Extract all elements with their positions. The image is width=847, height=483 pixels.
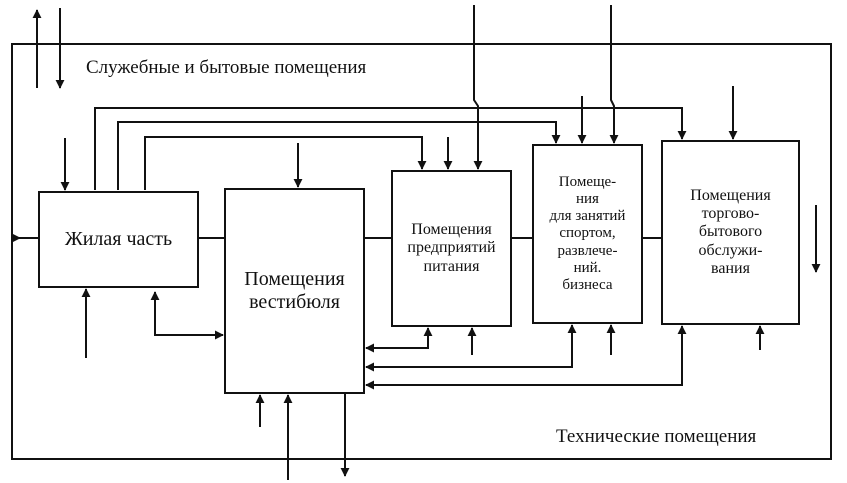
route-living-trade <box>94 107 687 190</box>
route-vestibule-food-low <box>365 327 433 353</box>
room-vestibule-label: Помещения вестибюля <box>244 268 345 313</box>
box-vestibule <box>224 188 365 394</box>
zone-technical-label: Технические помещения <box>556 426 757 447</box>
room-sport: Помеще- ния для занятий спортом, развлеч… <box>534 146 641 322</box>
room-trade: Помещения торгово- бытового обслужи- ван… <box>663 142 798 323</box>
building-outline <box>11 43 832 460</box>
route-living-food <box>144 136 427 190</box>
arrow-external-food <box>473 5 483 170</box>
arrow-external-sport <box>609 5 619 144</box>
route-living-vestibule-low <box>150 291 224 340</box>
room-trade-label: Помещения торгово- бытового обслужи- ван… <box>690 186 771 278</box>
room-vestibule: Помещения вестибюля <box>226 190 363 392</box>
room-food-label: Помещения предприятий питания <box>407 220 496 275</box>
room-living: Жилая часть <box>40 193 197 286</box>
box-living <box>38 191 199 288</box>
route-vestibule-sport-low <box>365 324 577 372</box>
route-living-sport <box>117 121 561 190</box>
room-sport-label: Помеще- ния для занятий спортом, развлеч… <box>549 173 626 294</box>
room-living-label: Жилая часть <box>64 228 173 250</box>
box-sport <box>532 144 643 324</box>
route-vestibule-trade-low <box>365 325 687 390</box>
box-trade <box>661 140 800 325</box>
room-food: Помещения предприятий питания <box>393 172 510 325</box>
zone-service-label: Служебные и бытовые помещения <box>86 57 367 78</box>
